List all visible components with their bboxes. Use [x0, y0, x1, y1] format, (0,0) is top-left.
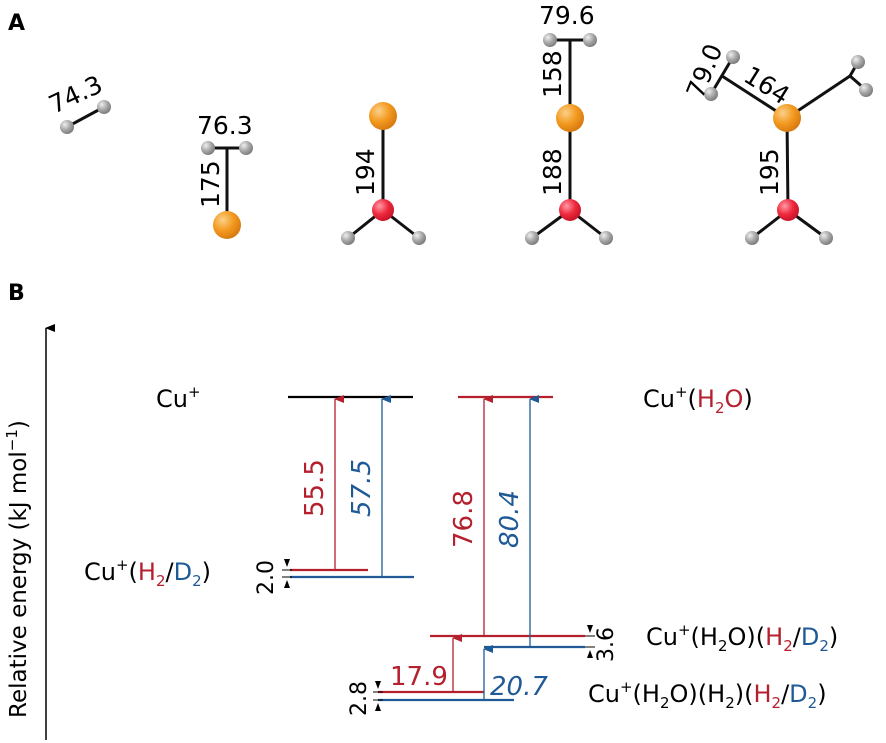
h-atom — [851, 55, 865, 69]
structure-cu-h2o-h2: 79.6 158 188 — [525, 1, 613, 245]
o-atom — [777, 199, 799, 221]
h-atom — [239, 141, 253, 155]
zpe-diff-3: 2.8 — [347, 681, 372, 716]
label-cu-h2o-h2-h2-d2: Cu+(H2O)(H2)(H2/D2) — [588, 678, 827, 712]
energy-d2-second: 20.7 — [490, 672, 548, 702]
o-atom — [372, 199, 394, 221]
h-atom — [819, 231, 833, 245]
panel-label-a: A — [8, 11, 25, 36]
label-cu-plus: Cu+ — [156, 383, 201, 413]
o-atom — [559, 199, 581, 221]
bond-length-cuo: 195 — [755, 148, 784, 196]
h-atom — [745, 231, 759, 245]
energy-d2-cu-h2o: 80.4 — [495, 490, 525, 548]
bond-length-hh: 79.6 — [539, 1, 595, 30]
zpe-marker-2 — [585, 625, 595, 658]
bond-length-hh: 76.3 — [197, 111, 253, 140]
h-atom — [525, 231, 539, 245]
cu-atom — [773, 104, 801, 132]
cu-atom — [556, 104, 584, 132]
h-atom — [726, 50, 740, 64]
zpe-marker-1 — [282, 559, 292, 588]
bond-length-cuh: 158 — [538, 50, 567, 98]
h-atom — [412, 231, 426, 245]
h-atom — [543, 33, 557, 47]
energy-h2-second: 17.9 — [390, 662, 448, 692]
h-atom — [201, 141, 215, 155]
zpe-diff-2: 3.6 — [594, 627, 619, 662]
h-atom — [97, 100, 111, 114]
cu-atom — [213, 211, 241, 239]
label-cu-h2o-h2-d2: Cu+(H2O)(H2/D2) — [646, 621, 838, 655]
zpe-diff-1: 2.0 — [254, 560, 279, 595]
bond-length-cuh: 164 — [739, 60, 795, 110]
bond-length-cuo: 188 — [538, 148, 567, 196]
cu-atom — [369, 102, 397, 130]
h-atom — [60, 120, 74, 134]
h-atom — [583, 33, 597, 47]
panel-label-b: B — [8, 281, 25, 306]
structure-cu-h2: 76.3 175 — [196, 111, 253, 239]
energy-h2-cu-h2o: 76.8 — [449, 490, 479, 548]
energy-h2-cu: 55.5 — [300, 459, 330, 517]
h-atom — [599, 231, 613, 245]
bond-length-cuo: 194 — [351, 148, 380, 196]
y-axis-label: Relative energy (kJ mol−1) — [3, 420, 32, 718]
structure-cu-h2o: 194 — [341, 102, 426, 245]
label-cu-h2-d2: Cu+(H2/D2) — [84, 556, 211, 590]
structure-h2: 74.3 — [44, 70, 111, 134]
bond-length-hh: 79.0 — [681, 40, 729, 102]
h-atom — [341, 231, 355, 245]
energy-d2-cu: 57.5 — [347, 459, 377, 517]
label-cu-h2o: Cu+(H2O) — [643, 383, 753, 417]
bond-length-cuh: 175 — [196, 160, 225, 208]
structure-cu-h2o-h2-h2: 79.0 164 195 — [681, 40, 873, 245]
h-atom — [859, 83, 873, 97]
h-atom — [704, 87, 718, 101]
zpe-marker-3 — [373, 681, 383, 711]
